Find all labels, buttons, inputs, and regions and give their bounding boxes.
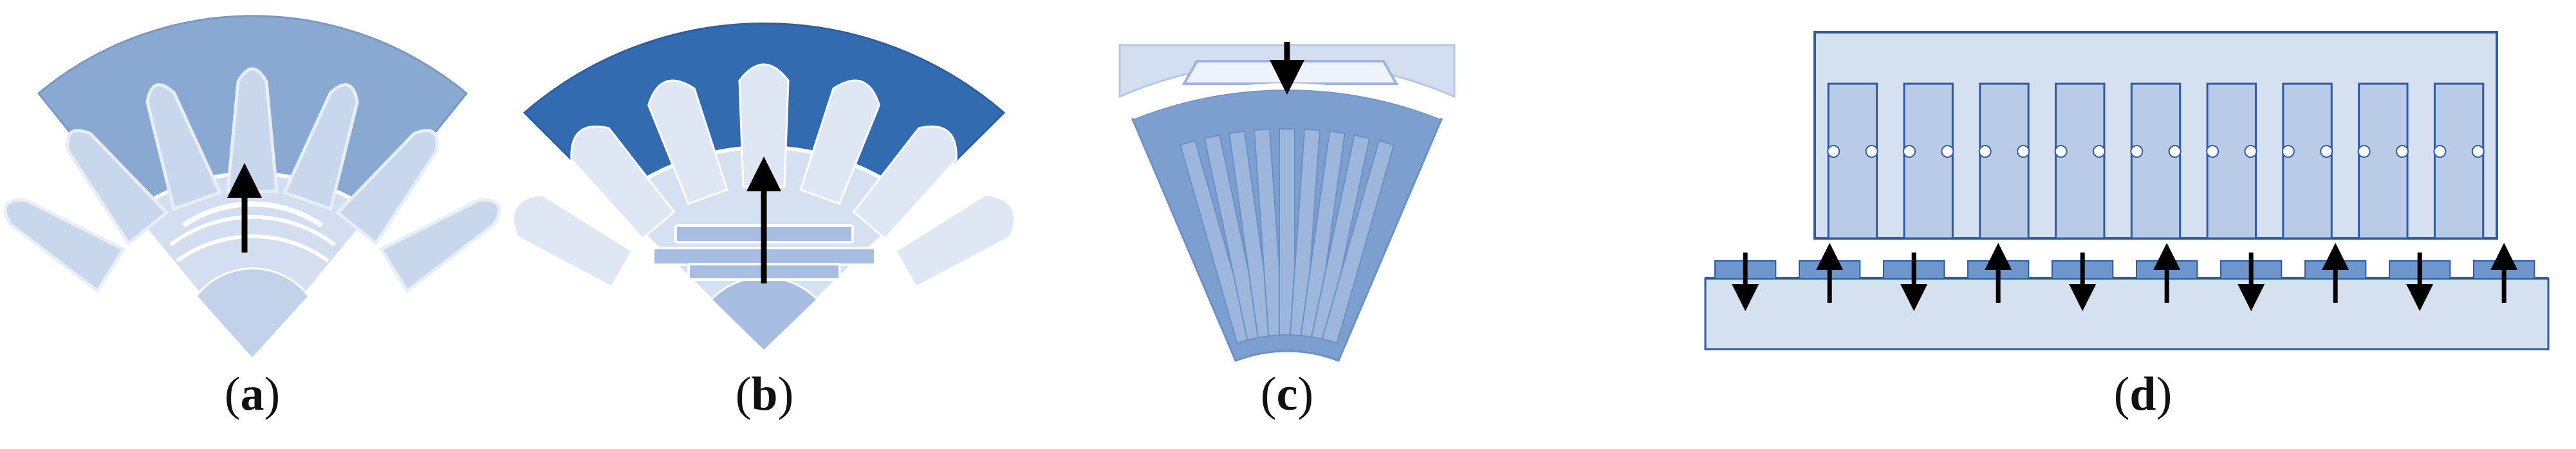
panel-b-slot (570, 125, 676, 240)
panel-b-slot (799, 79, 880, 205)
panel-b-diagram (512, 23, 1016, 354)
panel-c-rotor-bar (1321, 140, 1395, 344)
panel-b-slots (512, 63, 1016, 289)
dot-current-icon (2054, 145, 2068, 158)
cross-current-icon (1941, 145, 1954, 158)
panel-c-rotor-bar (1253, 128, 1285, 337)
panel-a-slot (335, 129, 439, 246)
panel-a-slots (3, 67, 501, 294)
panel-c-rotor-bar (1310, 134, 1371, 341)
panel-a-slot (145, 83, 223, 211)
cross-current-icon (2320, 145, 2333, 158)
cross-current-icon (2396, 145, 2409, 158)
panel-b-slot (738, 63, 790, 188)
caption-d: (d) (2113, 368, 2173, 421)
dot-current-icon (1978, 145, 1992, 158)
panel-c-rotor-bar (1179, 140, 1253, 344)
panel-d-tooth (1827, 82, 1878, 240)
dot-current-icon (2130, 145, 2144, 158)
cross-current-icon (2244, 145, 2257, 158)
panel-a-slot (66, 129, 169, 246)
caption-a: (a) (224, 368, 281, 421)
caption-c: (c) (1260, 368, 1314, 421)
panel-c-slot (1181, 60, 1399, 85)
panel-d-tooth (2055, 82, 2106, 240)
dot-current-icon (1902, 145, 1916, 158)
cross-current-icon (2092, 145, 2106, 158)
dot-current-icon (2433, 145, 2447, 158)
panel-d-tooth (2130, 82, 2182, 240)
dot-current-icon (1827, 145, 1840, 158)
dot-current-icon (2357, 145, 2371, 158)
dot-current-icon (2206, 145, 2219, 158)
panel-c-diagram (1118, 42, 1456, 362)
panel-b-slot (512, 193, 634, 289)
cross-current-icon (2471, 145, 2485, 158)
panel-d-teeth (1827, 82, 2485, 240)
panel-a-slot (378, 198, 501, 294)
dot-current-icon (2281, 145, 2295, 158)
panel-a-diagram (3, 15, 501, 362)
panel-d-magnets (1714, 243, 2535, 311)
panel-b-slot (894, 193, 1016, 289)
panel-c-rotor-bar (1203, 134, 1264, 341)
panel-b-slot (647, 79, 728, 205)
cross-current-icon (2168, 145, 2182, 158)
panel-b-shaft (709, 276, 819, 353)
panel-d-tooth (1903, 82, 1954, 240)
caption-b: (b) (735, 368, 794, 421)
panel-c-rotor-bar (1300, 130, 1346, 339)
panel-c-rotor-bar (1289, 128, 1321, 337)
panel-a-slot (3, 198, 126, 294)
panel-d-tooth (2358, 82, 2409, 240)
panel-d-tooth (2282, 82, 2333, 240)
panel-d-diagram (1704, 31, 2550, 350)
cross-current-icon (2017, 145, 2030, 158)
panel-a-slot (282, 83, 359, 211)
panel-d-tooth (1979, 82, 2030, 240)
panel-a-shaft (195, 267, 310, 361)
panel-a-slot (226, 67, 279, 193)
panel-d-tooth (2206, 82, 2257, 240)
panel-c-rotor-bar (1228, 130, 1274, 339)
panel-b-slot (852, 125, 958, 240)
panel-d-tooth (2433, 82, 2485, 240)
cross-current-icon (1865, 145, 1878, 158)
